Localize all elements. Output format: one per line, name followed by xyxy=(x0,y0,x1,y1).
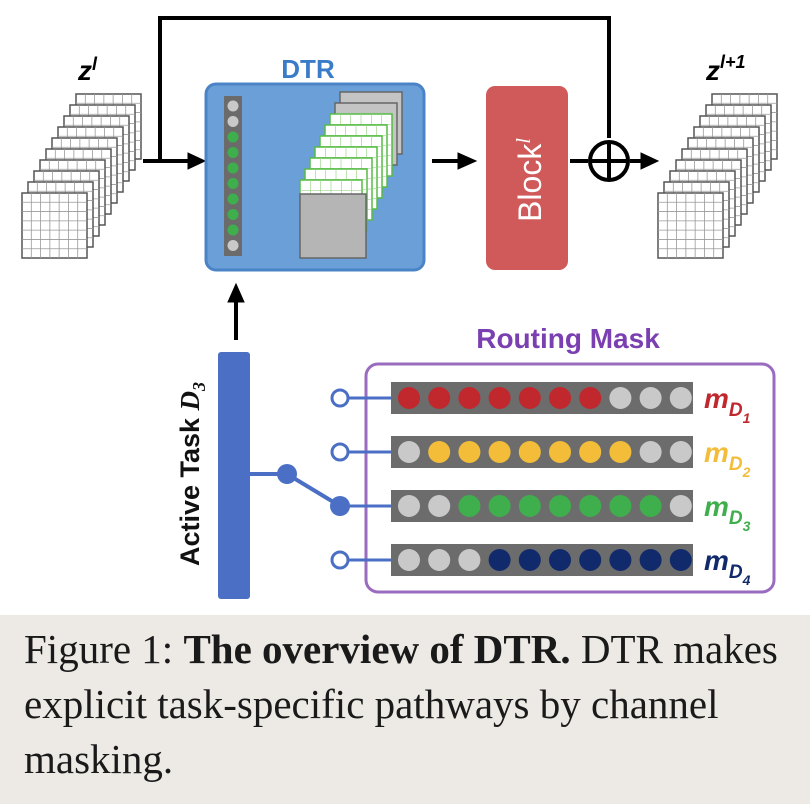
mask-dot xyxy=(428,549,451,571)
arrows xyxy=(143,152,660,340)
mask-dot xyxy=(428,495,451,517)
mask-terminal xyxy=(330,442,350,462)
mask-dot xyxy=(488,549,511,571)
input-label: zl xyxy=(77,54,98,86)
mask-dot xyxy=(428,441,451,463)
active-mask-terminal xyxy=(330,496,350,516)
arrow-in-dtr xyxy=(187,152,207,170)
arrow-out xyxy=(640,152,660,170)
mask-dot xyxy=(518,549,541,571)
mask-dot xyxy=(639,387,662,409)
mask-dot xyxy=(518,495,541,517)
dtr-channel-dot xyxy=(227,131,239,143)
block-label: Blockl xyxy=(512,138,548,222)
routing-mask-rows: mD1 mD2 mD3 mD4 xyxy=(330,382,751,588)
dtr-channel-dot xyxy=(227,240,239,251)
mask-dot xyxy=(549,441,571,463)
dtr-channel-dot xyxy=(227,209,239,220)
mask-dot xyxy=(398,387,420,409)
mask-row: mD3 xyxy=(330,490,751,534)
mask-dot xyxy=(488,495,511,517)
dtr-channel-dots xyxy=(227,100,239,251)
caption-bold-title: The overview of DTR. xyxy=(183,626,571,672)
mask-dot xyxy=(639,495,662,517)
input-feature-stack xyxy=(21,93,142,259)
mask-dot xyxy=(609,495,632,517)
mask-row: mD1 xyxy=(330,382,751,426)
dtr-channel-dot xyxy=(227,193,239,205)
task-switch xyxy=(250,464,350,516)
feature-map xyxy=(21,192,88,259)
mask-dot xyxy=(669,549,692,571)
mask-dot xyxy=(669,441,692,463)
mask-dot xyxy=(579,387,602,409)
dtr-channel-dot xyxy=(227,100,239,112)
mask-dot xyxy=(518,441,541,463)
output-label: zl+1 xyxy=(705,52,746,86)
dtr-channel-dot xyxy=(227,224,239,236)
mask-row: mD4 xyxy=(330,544,751,588)
mask-dot xyxy=(518,387,541,409)
output-feature-stack xyxy=(657,93,778,259)
mask-dot xyxy=(398,441,420,463)
mask-dot xyxy=(488,387,511,409)
dtr-channel-dot xyxy=(227,162,239,174)
routing-mask-box xyxy=(364,362,776,594)
dtr-channel-dot xyxy=(227,116,239,127)
mask-dot xyxy=(549,549,571,571)
active-task-bar xyxy=(218,352,250,599)
mask-label: mD1 xyxy=(704,383,751,426)
mask-label: mD3 xyxy=(704,491,751,534)
figure-diagram: zl zl+1 DTR Blockl Active Task D3 Routin… xyxy=(0,0,810,615)
mask-dot xyxy=(458,387,481,409)
mask-dot xyxy=(609,549,632,571)
mask-terminal xyxy=(330,388,350,408)
mask-dot xyxy=(488,441,511,463)
arrow-to-block xyxy=(457,152,478,170)
mask-dot xyxy=(398,549,420,571)
mask-dot xyxy=(669,387,692,409)
dtr-masked-feature-stack xyxy=(299,91,403,259)
mask-dot xyxy=(428,387,451,409)
mask-dot xyxy=(549,495,571,517)
routing-mask-title: Routing Mask xyxy=(476,323,660,354)
dtr-title: DTR xyxy=(281,54,335,84)
mask-dot xyxy=(458,549,481,571)
mask-dot xyxy=(579,441,602,463)
mask-dot xyxy=(458,441,481,463)
dtr-front-map xyxy=(299,193,367,259)
arrow-task-to-dtr xyxy=(227,282,245,303)
mask-dot xyxy=(458,495,481,517)
feature-map xyxy=(657,192,724,259)
block-box xyxy=(486,86,568,270)
mask-dot xyxy=(579,549,602,571)
mask-dot xyxy=(639,441,662,463)
mask-dot xyxy=(549,387,571,409)
mask-dot xyxy=(639,549,662,571)
mask-dot xyxy=(398,495,420,517)
mask-dot xyxy=(579,495,602,517)
add-operator-icon xyxy=(588,140,630,182)
mask-dot xyxy=(609,441,632,463)
caption-body: DTR makes explicit task-specific pathway… xyxy=(24,626,778,782)
dtr-channel-dot xyxy=(227,178,239,189)
mask-terminal xyxy=(330,550,350,570)
mask-label: mD4 xyxy=(704,545,751,588)
figure-caption: Figure 1: The overview of DTR. DTR makes… xyxy=(24,622,804,787)
mask-dot xyxy=(669,495,692,517)
mask-dot xyxy=(609,387,632,409)
dtr-module xyxy=(204,82,426,272)
active-task-label: Active Task D3 xyxy=(175,382,209,566)
skip-connection-line xyxy=(158,16,611,160)
mask-label: mD2 xyxy=(704,437,751,480)
dtr-channel-dot xyxy=(227,147,239,158)
caption-prefix: Figure 1: xyxy=(24,626,184,672)
mask-row: mD2 xyxy=(330,436,751,480)
